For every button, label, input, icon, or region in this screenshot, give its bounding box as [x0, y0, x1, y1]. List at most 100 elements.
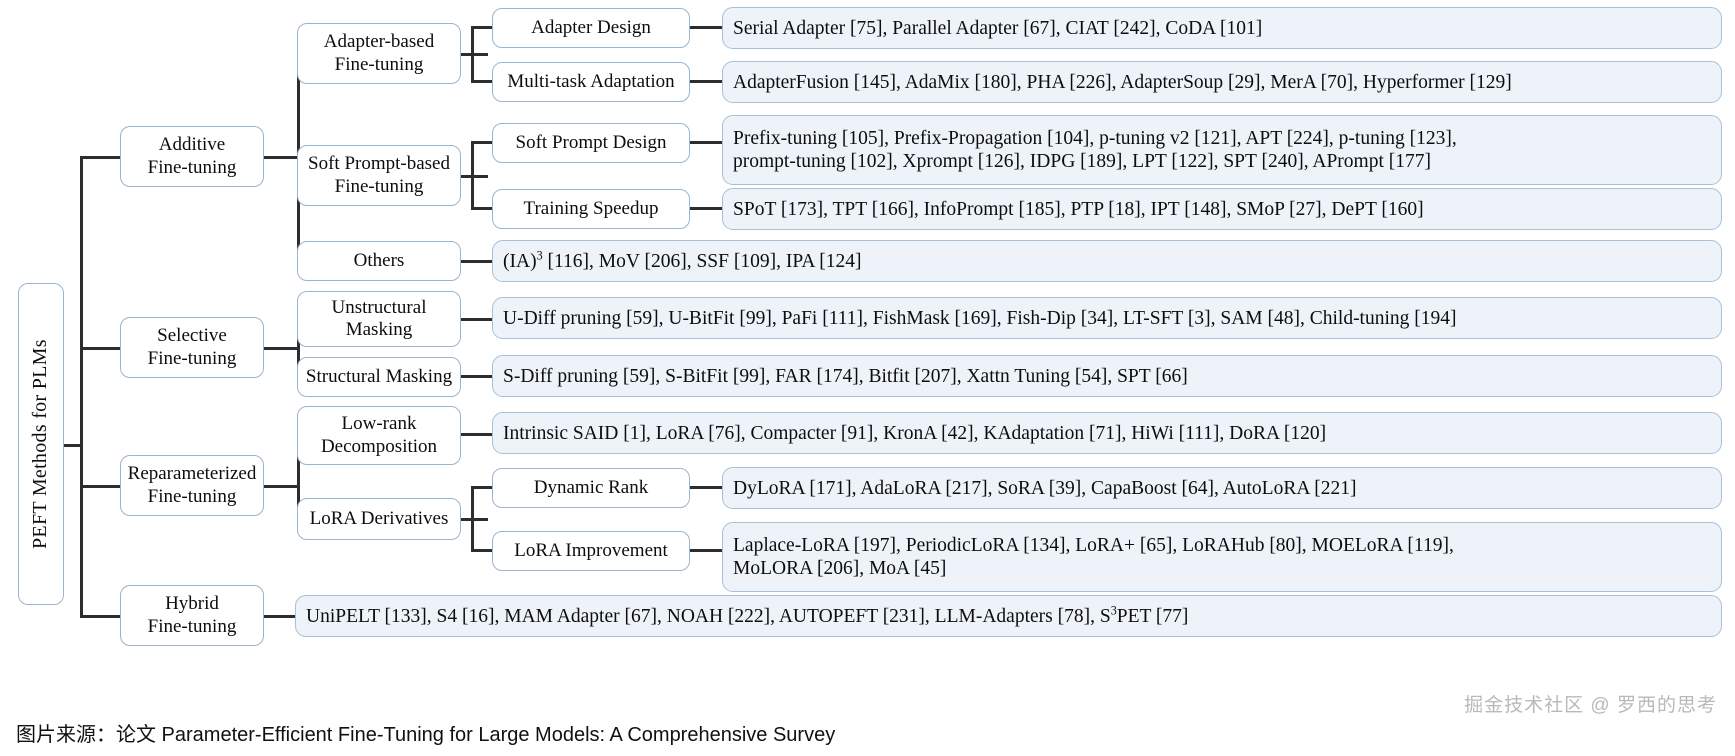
subcategory-lora-derivatives[interactable]: LoRA Derivatives [297, 498, 461, 540]
connector-adapter-design [471, 26, 493, 29]
root-node-peft-methods[interactable]: PEFT Methods for PLMs [18, 283, 64, 605]
connector-trunk-hybrid [80, 615, 120, 618]
leaf-others-methods[interactable]: (IA)3 [116], MoV [206], SSF [109], IPA [… [492, 240, 1722, 282]
connector-loraderiv-trunk [471, 487, 474, 551]
subcategory-others[interactable]: Others [297, 241, 461, 281]
connector-selective-trunk [297, 319, 300, 377]
leaf-hybrid-methods[interactable]: UniPELT [133], S4 [16], MAM Adapter [67]… [295, 595, 1722, 637]
subsubcategory-adapter-design[interactable]: Adapter Design [492, 8, 690, 48]
root-label: PEFT Methods for PLMs [29, 339, 52, 549]
connector-trunk-selective [80, 347, 120, 350]
subsubcategory-soft-prompt-design[interactable]: Soft Prompt Design [492, 123, 690, 163]
leaf-others-rest: [116], MoV [206], SSF [109], IPA [124] [542, 250, 862, 272]
subsubcategory-lora-improvement-label: LoRA Improvement [514, 539, 668, 561]
leaf-adapter-design-text: Serial Adapter [75], Parallel Adapter [6… [733, 17, 1263, 39]
leaf-lora-improvement-line2: MoLORA [206], MoA [45] [733, 558, 947, 579]
leaf-dynamic-rank-methods[interactable]: DyLoRA [171], AdaLoRA [217], SoRA [39], … [722, 467, 1722, 509]
connector-root [64, 444, 82, 447]
subsubcategory-dynamic-rank-label: Dynamic Rank [533, 476, 649, 498]
leaf-lora-improvement-methods[interactable]: Laplace-LoRA [197], PeriodicLoRA [134], … [722, 522, 1722, 592]
leaf-others-prefix: (IA) [503, 250, 537, 272]
connector-trunk-main [80, 157, 83, 617]
category-reparameterized-fine-tuning[interactable]: Reparameterized Fine-tuning [120, 455, 264, 516]
connector-leaf-others [460, 260, 492, 263]
subsubcategory-adapter-design-label: Adapter Design [531, 16, 651, 38]
leaf-multi-task-adaptation-methods[interactable]: AdapterFusion [145], AdaMix [180], PHA [… [722, 61, 1722, 103]
category-additive-label: Additive Fine-tuning [147, 134, 237, 178]
connector-softprompt-out [460, 175, 488, 178]
connector-trunk-reparameterized [80, 485, 120, 488]
leaf-hybrid-text: UniPELT [133], S4 [16], MAM Adapter [67]… [306, 603, 1711, 628]
connector-softprompt-trunk [471, 142, 474, 210]
connector-softprompt-design [471, 141, 493, 144]
subcategory-soft-prompt-based-label: Soft Prompt-based Fine-tuning [308, 153, 450, 197]
leaf-unstructural-masking-methods[interactable]: U-Diff pruning [59], U-BitFit [99], PaFi… [492, 297, 1722, 339]
subcategory-soft-prompt-based[interactable]: Soft Prompt-based Fine-tuning [297, 145, 461, 206]
category-reparameterized-label: Reparameterized Fine-tuning [127, 463, 257, 507]
connector-additive-out [263, 156, 299, 159]
subsubcategory-lora-improvement[interactable]: LoRA Improvement [492, 531, 690, 571]
leaf-soft-prompt-design-line1: Prefix-tuning [105], Prefix-Propagation … [733, 128, 1457, 149]
connector-leaf-adapter-design [690, 26, 722, 29]
leaf-multi-task-adaptation-text: AdapterFusion [145], AdaMix [180], PHA [… [733, 71, 1512, 93]
leaf-soft-prompt-design-text: Prefix-tuning [105], Prefix-Propagation … [733, 127, 1711, 173]
subcategory-lora-derivatives-label: LoRA Derivatives [309, 507, 449, 529]
leaf-soft-prompt-design-line2: prompt-tuning [102], Xprompt [126], IDPG… [733, 151, 1431, 172]
connector-softprompt-speedup [471, 207, 493, 210]
category-additive-fine-tuning[interactable]: Additive Fine-tuning [120, 126, 264, 187]
category-hybrid-label: Hybrid Fine-tuning [147, 593, 237, 637]
subcategory-structural-masking-label: Structural Masking [305, 365, 453, 387]
leaf-adapter-design-methods[interactable]: Serial Adapter [75], Parallel Adapter [6… [722, 7, 1722, 49]
subcategory-structural-masking[interactable]: Structural Masking [297, 357, 461, 397]
subsubcategory-training-speedup[interactable]: Training Speedup [492, 189, 690, 229]
leaf-hybrid-rest: PET [77] [1116, 605, 1189, 627]
connector-leaf-unstructural [460, 318, 492, 321]
connector-adapter-out [460, 53, 488, 56]
subcategory-unstructural-masking[interactable]: Unstructural Masking [297, 291, 461, 347]
leaf-soft-prompt-design-methods[interactable]: Prefix-tuning [105], Prefix-Propagation … [722, 115, 1722, 185]
subcategory-unstructural-masking-label: Unstructural Masking [331, 296, 427, 340]
leaf-others-superscript: 3 [536, 248, 543, 262]
leaf-hybrid-superscript: 3 [1110, 603, 1117, 617]
connector-reparam-out [263, 485, 299, 488]
leaf-training-speedup-text: SPoT [173], TPT [166], InfoPrompt [185],… [733, 198, 1424, 220]
connector-loraderiv-dynamic [471, 486, 493, 489]
watermark: 掘金技术社区 @ 罗西的思考 [1464, 695, 1717, 716]
category-hybrid-fine-tuning[interactable]: Hybrid Fine-tuning [120, 585, 264, 646]
leaf-low-rank-text: Intrinsic SAID [1], LoRA [76], Compacter… [503, 422, 1327, 444]
subsubcategory-multi-task-adaptation[interactable]: Multi-task Adaptation [492, 62, 690, 102]
leaf-hybrid-prefix: UniPELT [133], S4 [16], MAM Adapter [67]… [306, 605, 1111, 627]
connector-loraderiv-improve [471, 549, 493, 552]
subsubcategory-dynamic-rank[interactable]: Dynamic Rank [492, 468, 690, 508]
connector-adapter-trunk [471, 27, 474, 82]
connector-loraderiv-out [460, 518, 488, 521]
subcategory-low-rank-label: Low-rank Decomposition [320, 413, 438, 457]
leaf-structural-masking-text: S-Diff pruning [59], S-BitFit [99], FAR … [503, 365, 1188, 387]
subcategory-adapter-based-label: Adapter-based Fine-tuning [323, 31, 435, 75]
connector-leaf-hybrid [263, 615, 295, 618]
connector-adapter-multitask [471, 80, 493, 83]
leaf-lora-improvement-text: Laplace-LoRA [197], PeriodicLoRA [134], … [733, 534, 1711, 580]
leaf-lora-improvement-line1: Laplace-LoRA [197], PeriodicLoRA [134], … [733, 535, 1454, 556]
subcategory-adapter-based[interactable]: Adapter-based Fine-tuning [297, 23, 461, 84]
subsubcategory-multi-task-adaptation-label: Multi-task Adaptation [507, 70, 675, 92]
connector-trunk-additive [80, 156, 120, 159]
leaf-dynamic-rank-text: DyLoRA [171], AdaLoRA [217], SoRA [39], … [733, 477, 1357, 499]
connector-leaf-dynamic [690, 486, 722, 489]
connector-leaf-lowrank [460, 433, 492, 436]
subsubcategory-training-speedup-label: Training Speedup [523, 197, 659, 219]
connector-leaf-softprompt-design [690, 141, 722, 144]
subsubcategory-soft-prompt-design-label: Soft Prompt Design [515, 131, 667, 153]
subcategory-others-label: Others [353, 249, 405, 271]
leaf-low-rank-methods[interactable]: Intrinsic SAID [1], LoRA [76], Compacter… [492, 412, 1722, 454]
connector-leaf-speedup [690, 207, 722, 210]
leaf-structural-masking-methods[interactable]: S-Diff pruning [59], S-BitFit [99], FAR … [492, 355, 1722, 397]
connector-leaf-multitask [690, 80, 722, 83]
leaf-training-speedup-methods[interactable]: SPoT [173], TPT [166], InfoPrompt [185],… [722, 188, 1722, 230]
category-selective-fine-tuning[interactable]: Selective Fine-tuning [120, 317, 264, 378]
connector-selective-out [263, 347, 299, 350]
connector-leaf-structural [460, 375, 492, 378]
leaf-others-text: (IA)3 [116], MoV [206], SSF [109], IPA [… [503, 248, 1711, 273]
subcategory-low-rank-decomposition[interactable]: Low-rank Decomposition [297, 406, 461, 465]
